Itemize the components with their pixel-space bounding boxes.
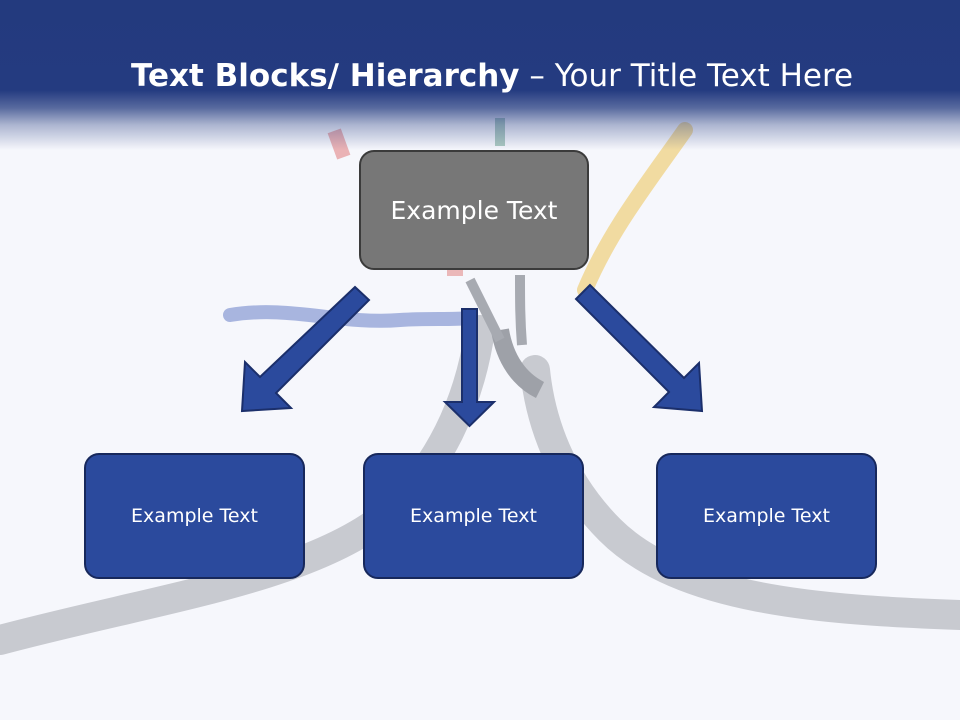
child-box-3[interactable]: Example Text xyxy=(656,453,877,579)
child-box-2[interactable]: Example Text xyxy=(363,453,584,579)
title-bold-part: Text Blocks/ Hierarchy xyxy=(131,58,520,94)
child-box-label: Example Text xyxy=(703,505,830,527)
arrow-right xyxy=(574,283,704,413)
arrow-center xyxy=(442,308,497,428)
header-band xyxy=(0,0,960,150)
root-box[interactable]: Example Text xyxy=(359,150,589,270)
child-box-1[interactable]: Example Text xyxy=(84,453,305,579)
slide-title: Text Blocks/ Hierarchy – Your Title Text… xyxy=(131,52,853,100)
title-regular-part: – Your Title Text Here xyxy=(519,58,854,94)
arrow-left xyxy=(240,285,371,413)
root-box-label: Example Text xyxy=(390,195,558,225)
child-box-label: Example Text xyxy=(131,505,258,527)
child-box-label: Example Text xyxy=(410,505,537,527)
